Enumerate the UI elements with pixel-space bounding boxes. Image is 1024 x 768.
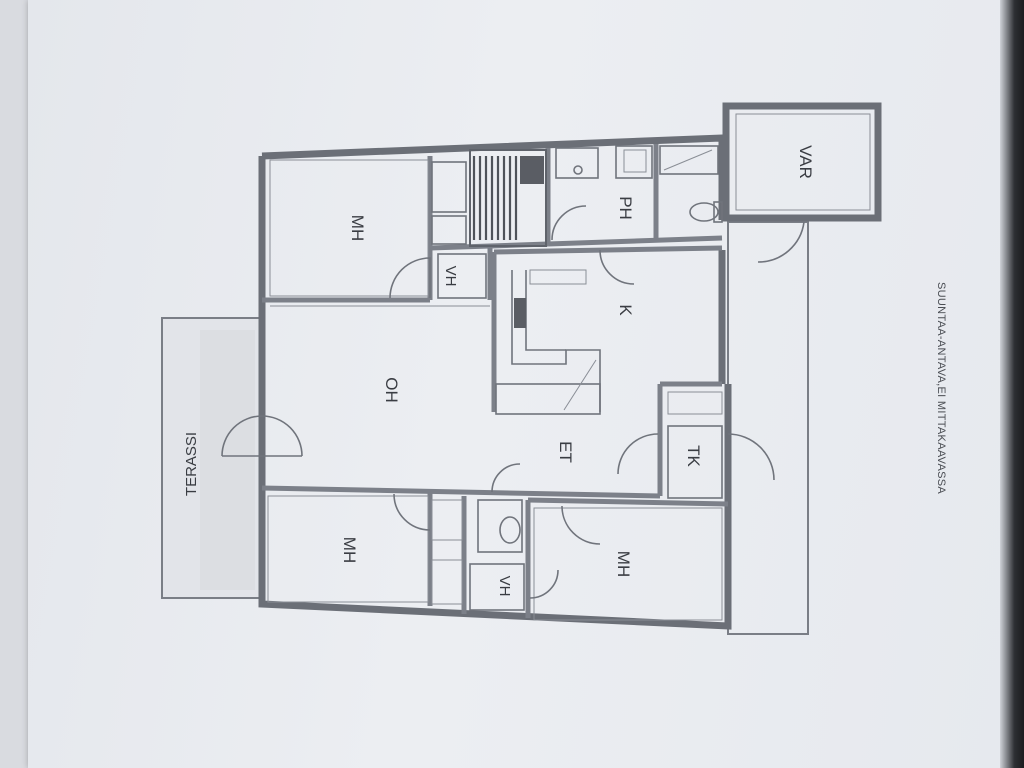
sauna-bench (469, 149, 547, 247)
room-label-terassi: TERASSI (183, 432, 200, 496)
scale-note: SUUNTAA-ANTAVA,EI MITTAKAAVASSA (935, 282, 947, 494)
terrace-area (161, 317, 261, 599)
door-swings (221, 205, 805, 599)
room-label-oh: OH (382, 377, 401, 403)
room-label-tk: TK (684, 445, 703, 467)
table-edge (1000, 0, 1024, 768)
shower-area (431, 161, 467, 213)
room-label-mh-bottom-right: MH (614, 551, 633, 577)
room-label-et: ET (556, 441, 575, 463)
interior-walls (261, 144, 729, 621)
wc-fixtures (431, 499, 525, 611)
tk-closet (667, 425, 723, 499)
room-label-k: K (616, 304, 635, 316)
kitchen-counter (495, 269, 601, 415)
outdoor-strip (727, 221, 809, 635)
room-label-vh-top: VH (442, 266, 459, 287)
room-label-ph: PH (616, 196, 635, 220)
room-label-vh-bottom: VH (496, 576, 513, 597)
vh-top-closet (437, 253, 487, 299)
bathroom-fixtures (555, 145, 723, 223)
var-storage-walls (722, 102, 882, 222)
room-label-mh-bottom-left: MH (340, 537, 359, 563)
room-label-var: VAR (796, 145, 815, 179)
room-label-mh-top: MH (348, 215, 367, 241)
outer-walls (258, 134, 732, 630)
